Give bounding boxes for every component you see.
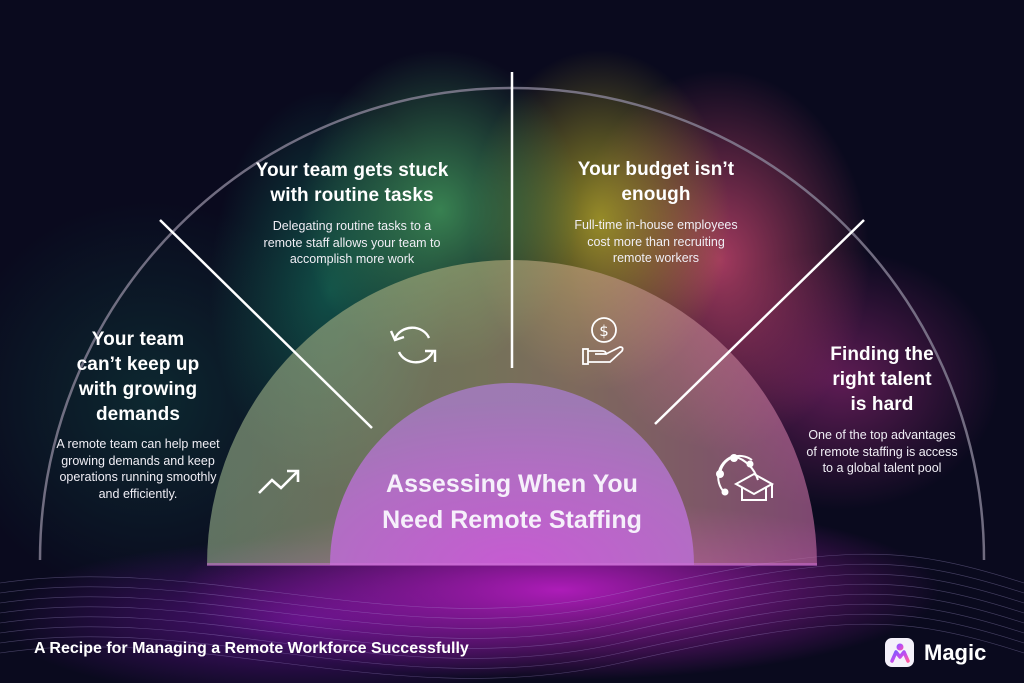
center-title: Assessing When You Need Remote Staffing [330, 466, 694, 538]
brand-name: Magic [924, 639, 987, 665]
segment-heading: Your team gets stuck with routine tasks [236, 158, 468, 208]
heading-line: Your budget isn’t [577, 159, 735, 180]
segment-description: Delegating routine tasks to a remote sta… [236, 218, 468, 268]
global-network-graduation-cap-icon [716, 454, 775, 501]
desc-line: remote staff allows your team to [263, 235, 441, 250]
segment-routine-tasks: Your team gets stuck with routine tasks … [236, 158, 468, 268]
heading-line: Your team [91, 329, 185, 350]
segment-finding-talent: Finding the right talent is hard One of … [796, 342, 968, 477]
desc-line: operations running smoothly [59, 470, 217, 484]
desc-line: to a global talent pool [822, 461, 942, 475]
heading-line: with routine tasks [270, 185, 434, 206]
svg-text:$: $ [599, 322, 609, 340]
heading-line: Finding the [830, 344, 934, 365]
money-in-hand-icon: $ [582, 317, 624, 365]
segment-description: Full-time in-house employees cost more t… [550, 217, 762, 267]
center-title-line: Need Remote Staffing [382, 506, 642, 534]
segment-description: A remote team can help meet growing dema… [26, 436, 250, 502]
brand-logo-group: Magic [885, 638, 986, 667]
heading-line: enough [621, 184, 691, 205]
heading-line: right talent [832, 369, 932, 390]
desc-line: Full-time in-house employees [574, 218, 738, 232]
segment-heading: Finding the right talent is hard [796, 342, 968, 417]
inner-semicircle [330, 383, 694, 565]
segment-description: One of the top advantages of remote staf… [796, 427, 968, 477]
segment-budget: Your budget isn’t enough Full-time in-ho… [550, 157, 762, 267]
desc-line: accomplish more work [289, 252, 415, 266]
heading-line: is hard [850, 394, 914, 415]
center-title-line: Assessing When You [386, 470, 638, 498]
heading-line: Your team gets stuck [255, 160, 449, 181]
divider-line [159, 219, 373, 429]
desc-line: remote workers [612, 251, 700, 265]
trending-up-icon [258, 469, 300, 494]
segment-heading: Your budget isn’t enough [550, 157, 762, 207]
magic-logo-icon [885, 638, 914, 667]
refresh-cycle-icon [389, 326, 437, 364]
desc-line: cost more than recruiting [587, 234, 725, 249]
desc-line: Delegating routine tasks to a [272, 219, 432, 233]
heading-line: with growing [78, 379, 198, 400]
heading-line: can’t keep up [76, 354, 200, 375]
footer-title: A Recipe for Managing a Remote Workforce… [34, 640, 469, 657]
segment-growing-demands: Your team can’t keep up with growing dem… [26, 327, 250, 502]
desc-line: growing demands and keep [61, 453, 215, 468]
desc-line: One of the top advantages [808, 428, 956, 442]
divider-line [654, 219, 865, 425]
desc-line: A remote team can help meet [56, 437, 220, 451]
desc-line: and efficiently. [98, 486, 178, 501]
segment-heading: Your team can’t keep up with growing dem… [26, 327, 250, 427]
desc-line: of remote staffing is access [806, 444, 958, 459]
heading-line: demands [95, 404, 181, 425]
wave-lines-decoration [0, 553, 1024, 679]
